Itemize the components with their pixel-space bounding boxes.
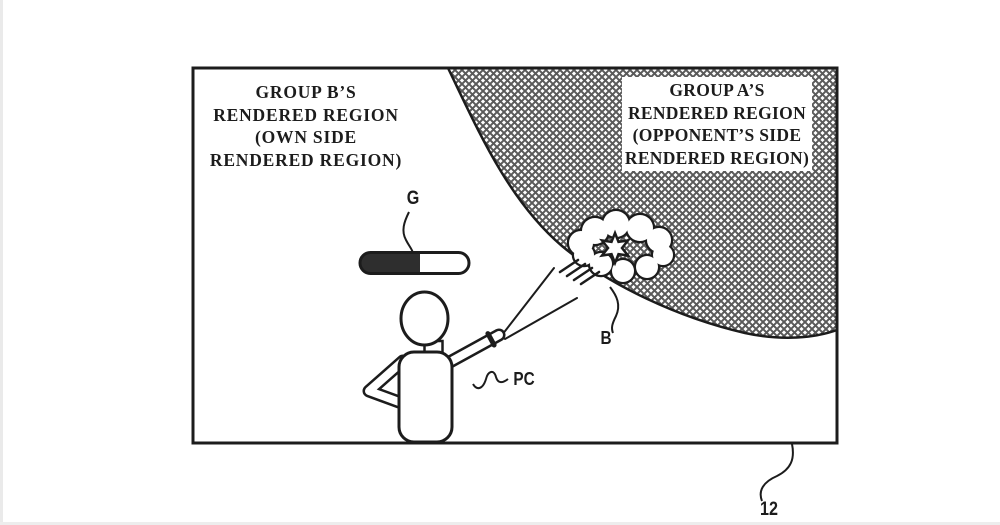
- burst-star-icon: [599, 229, 631, 267]
- player-head: [399, 290, 450, 347]
- gauge-ref-label: G: [406, 188, 420, 209]
- region-label-line: RENDERED REGION: [213, 104, 399, 125]
- region-label-line: GROUP A’S: [669, 80, 765, 100]
- region-boundary-curve: [446, 67, 838, 339]
- region-label-line: (OWN SIDE: [254, 127, 357, 147]
- burst-impact-marks: [558, 258, 601, 286]
- screen-leader-line: [759, 443, 794, 502]
- gauge-outline: [358, 251, 471, 275]
- gauge-fill: [360, 253, 420, 273]
- screen-ref-label: 12: [760, 499, 778, 520]
- player-right-arm-weapon: [441, 328, 506, 370]
- player-character: [362, 290, 506, 444]
- burst-ref-label: B: [600, 328, 612, 348]
- weapon-band: [485, 331, 497, 348]
- region-label-line: GROUP B’S: [255, 82, 357, 102]
- player-ref-label: PC: [513, 369, 535, 389]
- page-edge-left: [0, 0, 3, 525]
- region-label-line: RENDERED REGION): [624, 147, 810, 168]
- region-label-line: RENDERED REGION: [627, 102, 807, 123]
- screen-frame: [191, 66, 839, 445]
- region-label-line: RENDERED REGION): [209, 149, 403, 170]
- page-edge-bottom: [0, 522, 1000, 525]
- gauge: [358, 251, 471, 275]
- group-b-region-label: GROUP B’S RENDERED REGION (OWN SIDE REND…: [194, 81, 418, 171]
- player-left-arm: [362, 354, 410, 409]
- gauge-leader-line: [402, 211, 414, 254]
- player-leader-line: [472, 371, 509, 390]
- trajectory-lines: [501, 267, 578, 340]
- region-label-line: (OPPONENT’S SIDE: [632, 125, 802, 145]
- player-body: [397, 350, 454, 444]
- burst-leader-line: [609, 286, 620, 334]
- group-a-region-label: GROUP A’S RENDERED REGION (OPPONENT’S SI…: [622, 77, 812, 171]
